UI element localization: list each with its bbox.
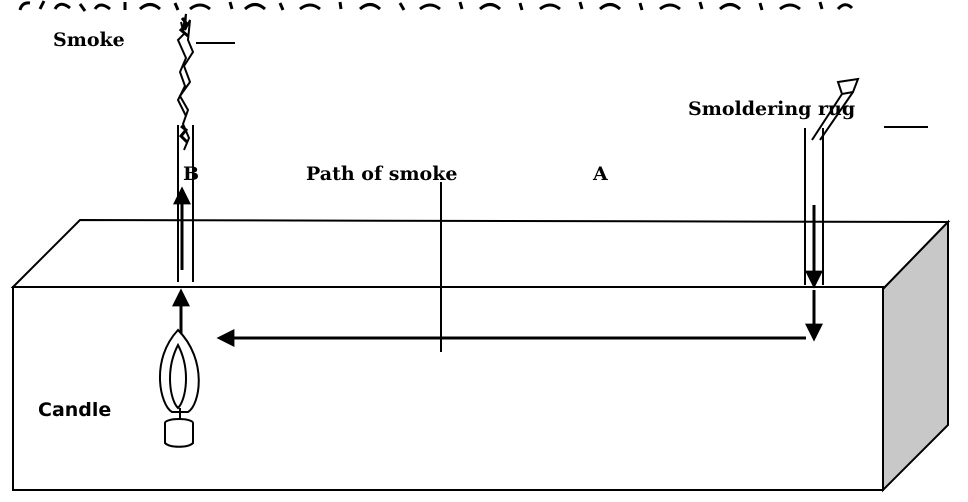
box-front-face	[12, 286, 884, 491]
box-top-face	[10, 218, 951, 291]
chimney-a-label: A	[592, 163, 608, 185]
top-caption-fragment	[0, 0, 968, 14]
smoldering-rug-label: Smoldering rug	[688, 98, 855, 120]
smoldering-rug-icon	[811, 77, 860, 141]
smoke-label: Smoke	[53, 29, 125, 51]
chimney-a	[804, 128, 824, 285]
candle-icon	[158, 328, 200, 448]
smoke-icon	[176, 13, 195, 151]
chimney-b-label: B	[183, 163, 199, 185]
path-of-smoke-label: Path of smoke	[306, 163, 457, 185]
candle-label: Candle	[38, 399, 111, 421]
